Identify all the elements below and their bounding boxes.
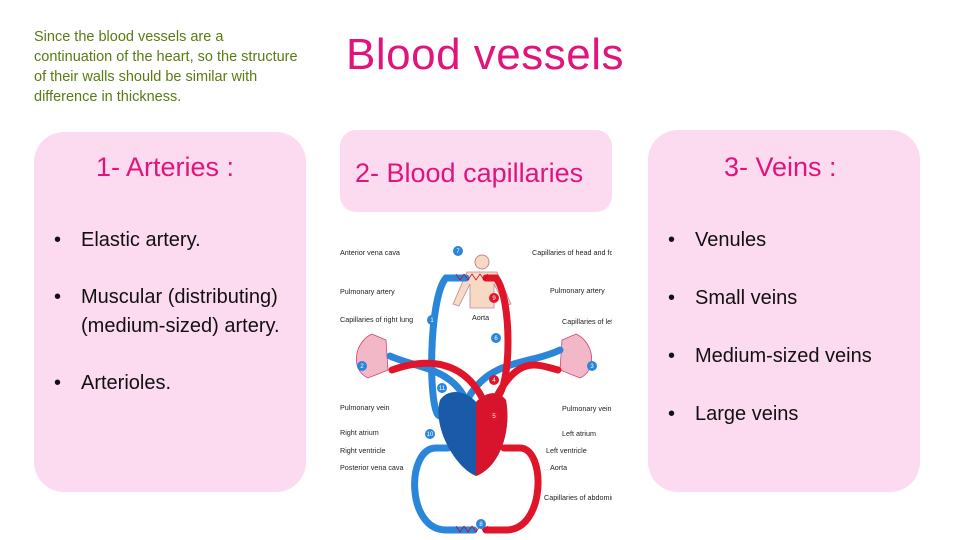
page-title: Blood vessels [346, 30, 624, 79]
svg-text:Right atrium: Right atrium [340, 428, 379, 437]
svg-text:11: 11 [439, 386, 446, 392]
svg-text:Left atrium: Left atrium [562, 429, 596, 438]
circulatory-diagram: 7 1 2 3 6 4 5 11 10 8 9 Anterior vena ca… [340, 246, 612, 534]
list-item: Venules [668, 226, 908, 255]
svg-text:7: 7 [456, 249, 460, 255]
capillaries-heading: 2- Blood capillaries [355, 158, 584, 188]
svg-text:Left ventricle: Left ventricle [546, 446, 587, 455]
svg-text:Pulmonary artery: Pulmonary artery [550, 286, 605, 295]
list-item: Muscular (distributing) (medium-sized) a… [54, 283, 294, 341]
svg-text:10: 10 [427, 432, 434, 438]
capillaries-card: 2- Blood capillaries [340, 130, 612, 212]
arteries-list: Elastic artery. Muscular (distributing) … [54, 226, 294, 398]
svg-text:Aorta: Aorta [550, 463, 567, 472]
svg-text:9: 9 [492, 296, 496, 302]
svg-text:4: 4 [492, 378, 496, 384]
svg-text:Capillaries of abdominal organ: Capillaries of abdominal organs and hind… [544, 493, 612, 502]
svg-text:8: 8 [479, 522, 483, 528]
number-markers: 7 1 2 3 6 4 5 11 10 8 9 [357, 246, 597, 529]
list-item: Medium-sized veins [668, 342, 908, 371]
heart-icon [438, 391, 508, 476]
list-item: Small veins [668, 284, 908, 313]
veins-list: Venules Small veins Medium-sized veins L… [668, 226, 908, 429]
diagram-labels-left: Anterior vena cava Pulmonary artery Capi… [340, 248, 413, 472]
svg-text:3: 3 [590, 364, 594, 370]
svg-text:Pulmonary vein: Pulmonary vein [340, 403, 390, 412]
oxygenated-vessels [388, 274, 562, 534]
intro-text: Since the blood vessels are a continuati… [34, 29, 298, 105]
svg-text:2: 2 [360, 364, 364, 370]
arteries-heading: 1- Arteries : [96, 152, 235, 182]
list-item: Elastic artery. [54, 226, 294, 255]
list-item: Large veins [668, 400, 908, 429]
svg-text:Right ventricle: Right ventricle [340, 446, 386, 455]
diagram-labels-right: Capillaries of head and forelimbs Pulmon… [472, 248, 612, 502]
svg-text:Aorta: Aorta [472, 313, 489, 322]
veins-heading: 3- Veins : [724, 152, 837, 182]
list-item: Arterioles. [54, 369, 294, 398]
svg-text:1: 1 [430, 318, 434, 324]
left-lung-icon [559, 333, 593, 379]
svg-text:6: 6 [494, 336, 498, 342]
svg-text:5: 5 [492, 414, 496, 420]
svg-text:Pulmonary vein: Pulmonary vein [562, 404, 612, 413]
svg-text:Anterior vena cava: Anterior vena cava [340, 248, 400, 257]
svg-text:Pulmonary artery: Pulmonary artery [340, 287, 395, 296]
right-lung-icon [355, 333, 389, 379]
svg-text:Posterior vena cava: Posterior vena cava [340, 463, 404, 472]
svg-text:Capillaries of right lung: Capillaries of right lung [340, 315, 413, 324]
svg-text:Capillaries of head and foreli: Capillaries of head and forelimbs [532, 248, 612, 257]
svg-text:Capillaries of left lung: Capillaries of left lung [562, 317, 612, 326]
capillary-nets [455, 273, 489, 533]
